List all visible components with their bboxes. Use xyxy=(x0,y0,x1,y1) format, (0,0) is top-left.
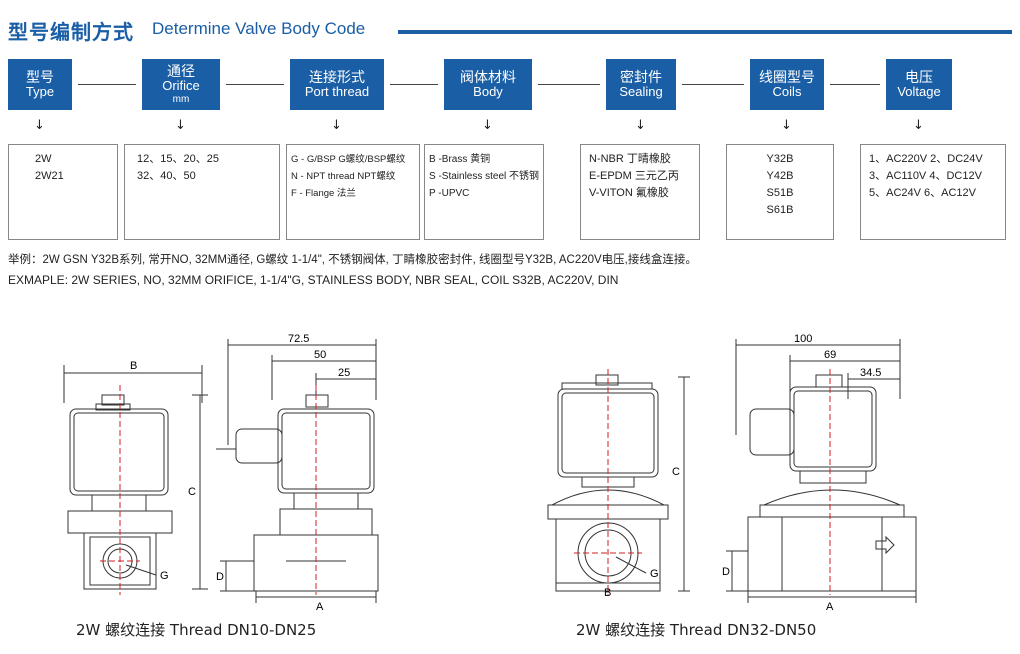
option-item: Y42B xyxy=(766,170,794,182)
dim-value: 69 xyxy=(824,349,836,361)
down-arrow-icon: ↓ xyxy=(913,118,924,133)
dim-label-c: C xyxy=(188,486,196,498)
option-item: Y32B xyxy=(766,153,794,165)
dim-value: 34.5 xyxy=(860,367,881,379)
option-item: F - Flange 法兰 xyxy=(291,188,356,199)
badge-voltage: 电压 Voltage xyxy=(886,59,952,110)
option-item: N - NPT thread NPT螺纹 xyxy=(291,171,396,182)
down-arrow-icon: ↓ xyxy=(781,118,792,133)
option-item: 12、15、20、25 xyxy=(137,153,219,165)
badge-coils-en: Coils xyxy=(772,84,802,100)
options-port-thread: G - G/BSP G螺纹/BSP螺纹 N - NPT thread NPT螺纹… xyxy=(286,144,420,240)
option-item: N-NBR 丁晴橡胶 xyxy=(589,153,671,165)
options-type: 2W 2W21 xyxy=(8,144,118,240)
connector-line xyxy=(538,84,600,85)
badge-port-thread: 连接形式 Port thread xyxy=(290,59,384,110)
badge-orifice-unit: mm xyxy=(172,94,190,106)
connector-line xyxy=(390,84,438,85)
dim-label-a: A xyxy=(316,601,324,613)
badge-type: 型号 Type xyxy=(8,59,72,110)
dim-value: 72.5 xyxy=(288,333,309,345)
badge-body-en: Body xyxy=(473,84,503,100)
title-en: Determine Valve Body Code xyxy=(152,19,366,38)
badge-body: 阀体材料 Body xyxy=(444,59,532,110)
dim-label-b: B xyxy=(604,587,611,599)
dim-label-b: B xyxy=(130,360,137,372)
example-cn: 举例：2W GSN Y32B系列, 常开NO, 32MM通径, G螺纹 1-1/… xyxy=(8,254,697,266)
dim-label-c: C xyxy=(672,466,680,478)
down-arrow-icon: ↓ xyxy=(482,118,493,133)
option-item: 2W xyxy=(35,153,52,165)
badge-port-cn: 连接形式 xyxy=(309,68,365,85)
down-arrow-icon: ↓ xyxy=(635,118,646,133)
connector-line xyxy=(226,84,284,85)
badge-body-cn: 阀体材料 xyxy=(460,68,516,85)
badge-sealing-en: Sealing xyxy=(619,84,663,100)
drawing-left: B C D G A 72.5 50 25 xyxy=(63,333,379,613)
option-item: 32、40、50 xyxy=(137,170,196,182)
connector-line xyxy=(78,84,136,85)
badge-type-en: Type xyxy=(25,84,55,100)
option-item: V-VITON 氟橡胶 xyxy=(589,187,669,199)
option-item: S51B xyxy=(766,187,794,199)
badge-voltage-en: Voltage xyxy=(897,84,941,100)
badge-sealing: 密封件 Sealing xyxy=(606,59,676,110)
example-en: EXMAPLE: 2W SERIES, NO, 32MM ORIFICE, 1-… xyxy=(8,273,619,287)
dim-label-d: D xyxy=(216,571,224,583)
option-item: S61B xyxy=(766,204,794,216)
badge-type-cn: 型号 xyxy=(26,68,54,85)
dim-label-g: G xyxy=(160,570,169,582)
down-arrow-icon: ↓ xyxy=(34,118,45,133)
option-item: E-EPDM 三元乙丙 xyxy=(589,170,679,182)
options-coils: Y32B Y42B S51B S61B xyxy=(726,144,834,240)
dim-label-d: D xyxy=(722,566,730,578)
dim-value: 50 xyxy=(314,349,326,361)
connector-line xyxy=(682,84,744,85)
option-item: B -Brass 黄铜 xyxy=(429,154,491,165)
section-header: 型号编制方式 Determine Valve Body Code xyxy=(8,14,1012,46)
dim-label-a: A xyxy=(826,601,834,613)
badge-coils-cn: 线圈型号 xyxy=(759,68,815,85)
option-item: 5、AC24V 6、AC12V xyxy=(869,187,976,199)
dim-label-g: G xyxy=(650,568,659,580)
dim-value: 100 xyxy=(794,333,812,345)
dim-value: 25 xyxy=(338,367,350,379)
options-orifice: 12、15、20、25 32、40、50 xyxy=(124,144,280,240)
badge-voltage-cn: 电压 xyxy=(905,68,933,85)
caption-right: 2W 螺纹连接 Thread DN32-DN50 xyxy=(576,621,817,639)
badge-port-en: Port thread xyxy=(304,84,370,100)
connector-line xyxy=(830,84,880,85)
options-voltage: 1、AC220V 2、DC24V 3、AC110V 4、DC12V 5、AC24… xyxy=(860,144,1006,240)
option-item: 2W21 xyxy=(35,170,64,182)
title-cn: 型号编制方式 xyxy=(8,20,134,44)
option-item: G - G/BSP G螺纹/BSP螺纹 xyxy=(291,154,406,165)
badge-orifice-en: Orifice xyxy=(162,78,200,94)
option-item: 3、AC110V 4、DC12V xyxy=(869,170,982,182)
options-body: B -Brass 黄铜 S -Stainless steel 不锈钢 P -UP… xyxy=(424,144,544,240)
caption-left: 2W 螺纹连接 Thread DN10-DN25 xyxy=(76,621,317,639)
down-arrow-icon: ↓ xyxy=(175,118,186,133)
badge-orifice: 通径 Orifice mm xyxy=(142,59,220,110)
down-arrow-icon: ↓ xyxy=(331,118,342,133)
badge-sealing-cn: 密封件 xyxy=(620,68,662,85)
options-sealing: N-NBR 丁晴橡胶 E-EPDM 三元乙丙 V-VITON 氟橡胶 xyxy=(580,144,700,240)
option-item: S -Stainless steel 不锈钢 xyxy=(429,171,540,182)
option-item: P -UPVC xyxy=(429,188,470,199)
option-item: 1、AC220V 2、DC24V xyxy=(869,153,983,165)
drawing-right: B C D G A 100 69 34.5 xyxy=(547,333,917,613)
badge-orifice-cn: 通径 xyxy=(167,63,195,80)
badge-coils: 线圈型号 Coils xyxy=(750,59,824,110)
header-rule xyxy=(398,30,1012,34)
